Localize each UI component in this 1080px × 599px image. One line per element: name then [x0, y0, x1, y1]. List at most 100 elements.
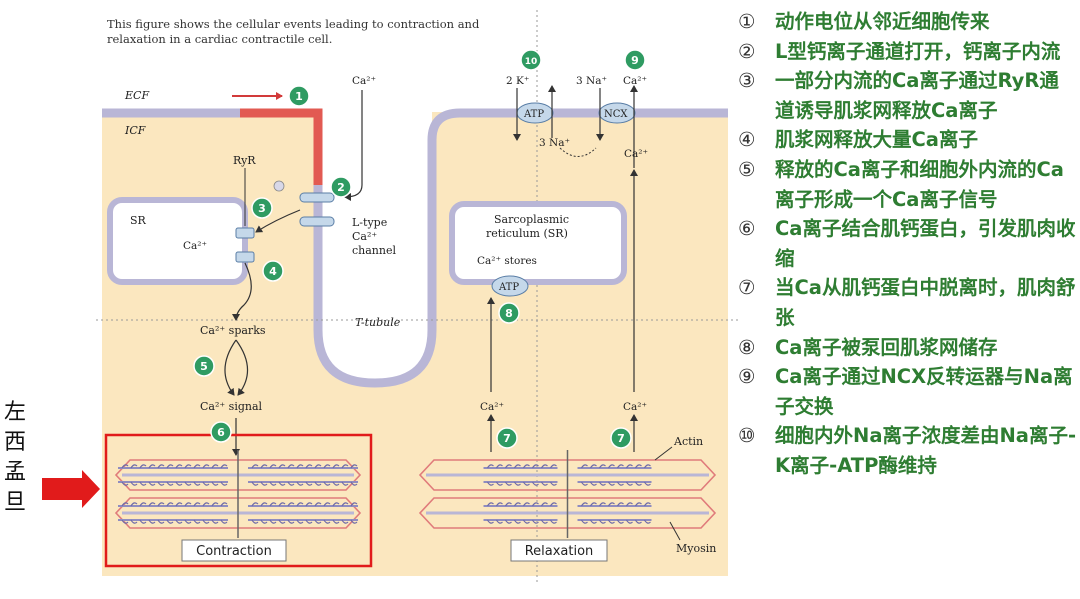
legend-text: 动作电位从邻近细胞传来 [775, 10, 990, 33]
myosin-head [166, 502, 174, 507]
myosin-head [148, 519, 156, 524]
myosin-head [139, 502, 147, 507]
myosin-head [495, 464, 503, 469]
step-marker: 1 [288, 85, 310, 107]
legend-text: L型钙离子通道打开，钙离子内流 [775, 39, 1061, 63]
myosin-head [513, 464, 521, 469]
legend-text: Ca离子被泵回肌浆网储存 [775, 335, 998, 359]
myosin-head [323, 464, 331, 469]
sr-right [449, 201, 627, 285]
myosin-head [634, 502, 642, 507]
step-marker-circle [210, 421, 232, 443]
myosin-head [540, 481, 548, 486]
ecf-label: ECF [124, 89, 149, 102]
myosin-head [486, 481, 494, 486]
myosin-head [350, 519, 358, 524]
myosin-head [616, 481, 624, 486]
myosin-head [314, 519, 322, 524]
myosin-head [504, 481, 512, 486]
myosin-head [504, 464, 512, 469]
myosin-head [350, 481, 358, 486]
myosin-head [193, 502, 201, 507]
myosin-head [260, 519, 268, 524]
step-marker-label: 9 [631, 54, 639, 67]
relaxation-label-box [510, 539, 608, 562]
myosin-head [598, 481, 606, 486]
myosin-head [522, 502, 530, 507]
myosin-head [193, 464, 201, 469]
ca-top-label: Ca²⁺ [352, 75, 376, 87]
myosin-head [166, 481, 174, 486]
depolarization-membrane [240, 108, 323, 185]
myosin-head [531, 519, 539, 524]
step-marker-circle [498, 302, 520, 324]
myosin-head [130, 502, 138, 507]
myosin-head [598, 519, 606, 524]
contraction-sarcomere [114, 450, 362, 538]
step-marker: 7 [496, 427, 518, 449]
legend-item: ① 动作电位从邻近细胞传来 [738, 7, 1078, 37]
myosin-head [589, 464, 597, 469]
myosin-head [486, 519, 494, 524]
myosin-head [184, 502, 192, 507]
myosin-head [607, 502, 615, 507]
myosin-head [580, 464, 588, 469]
myosin-head [332, 464, 340, 469]
myosin-head [549, 519, 557, 524]
myosin-head [269, 519, 277, 524]
step-marker: 5 [193, 355, 215, 377]
relaxation-sarcomere [418, 450, 717, 538]
myosin-head [305, 502, 313, 507]
myosin-head [305, 481, 313, 486]
step-marker-circle [624, 49, 646, 71]
legend-text: Ca离子通过NCX反转运器与Na离子交换 [775, 365, 1073, 418]
legend-text: 细胞内外Na离子浓度差由Na离子-K离子-ATP酶维持 [775, 424, 1077, 477]
myosin-head [549, 481, 557, 486]
contraction-label-box [181, 539, 287, 562]
figure-caption: This figure shows the cellular events le… [107, 17, 480, 46]
myosin-head [175, 464, 183, 469]
myosin-head [287, 481, 295, 486]
myosin-head [625, 481, 633, 486]
myosin-head [296, 464, 304, 469]
step-marker-label: 5 [200, 360, 208, 373]
myosin-head [549, 502, 557, 507]
myosin-head [625, 502, 633, 507]
myosin-head [504, 519, 512, 524]
ca-sr-label: Ca²⁺ [183, 240, 207, 252]
myosin-head [598, 464, 606, 469]
sarco-label-1: Sarcoplasmic [494, 213, 569, 226]
myosin-head [589, 502, 597, 507]
myosin-head [251, 464, 259, 469]
myosin-head [531, 502, 539, 507]
myosin-head [269, 464, 277, 469]
myosin-head [314, 481, 322, 486]
legend-number: ⑦ [738, 276, 756, 300]
legend-text: Ca离子结合肌钙蛋白，引发肌肉收缩 [775, 217, 1076, 270]
legend-text: 当Ca从肌钙蛋白中脱离时，肌肉舒张 [775, 276, 1076, 329]
sr-atp-pump [491, 275, 529, 297]
myosin-head [202, 502, 210, 507]
sparks-arrow-a [224, 339, 237, 396]
sr-left [107, 197, 248, 285]
step-marker-circle [262, 260, 284, 282]
legend-number: ⑨ [738, 365, 756, 389]
legend-text: 释放的Ca离子和细胞外内流的Ca离子形成一个Ca离子信号 [775, 157, 1064, 211]
sr-label: SR [130, 214, 147, 227]
myosin-head [211, 464, 219, 469]
icf-label: ICF [124, 124, 146, 137]
step-marker-label: 7 [617, 432, 625, 445]
myosin-head [616, 464, 624, 469]
na3-top-label: 3 Na⁺ [576, 75, 607, 87]
ca-entry-arrow [344, 90, 363, 201]
myosin-head [486, 502, 494, 507]
ca-relax-right-label: Ca²⁺ [623, 401, 647, 413]
myosin-head [175, 519, 183, 524]
myosin-head [341, 464, 349, 469]
legend-number: ① [738, 10, 756, 33]
myosin-head [495, 502, 503, 507]
